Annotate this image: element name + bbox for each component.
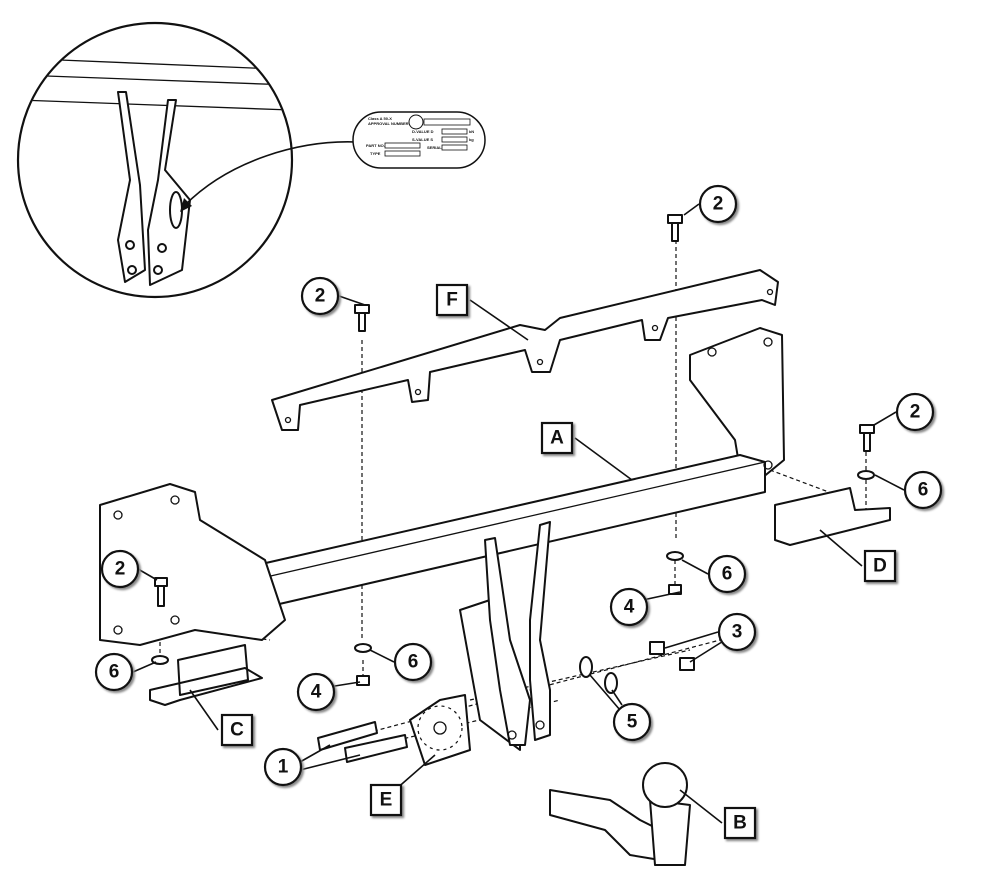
svg-text:4: 4 <box>624 597 635 618</box>
part-b-towball <box>549 762 691 866</box>
fasteners <box>151 214 875 763</box>
callout-6: 6 <box>94 652 134 692</box>
part-e-socket-plate <box>409 694 471 766</box>
svg-text:2: 2 <box>713 194 724 215</box>
svg-text:2: 2 <box>315 286 326 307</box>
svg-text:3: 3 <box>732 622 743 643</box>
label-d: D <box>863 549 897 583</box>
plate-s-value: S-VALUE S <box>412 137 433 142</box>
part-f-reinforcement <box>271 269 779 431</box>
plate-d-unit: kN <box>469 129 474 134</box>
left-side-plate <box>99 483 286 646</box>
svg-text:5: 5 <box>627 712 638 733</box>
label-b: B <box>723 806 757 840</box>
callout-2: 2 <box>300 276 340 316</box>
plate-approval: APPROVAL NUMBER <box>368 121 409 126</box>
svg-text:D: D <box>873 556 887 577</box>
svg-text:6: 6 <box>918 480 929 501</box>
svg-text:6: 6 <box>722 564 733 585</box>
plate-type: TYPE <box>370 151 381 156</box>
plate-d-value: D-VALUE D <box>412 129 434 134</box>
svg-text:2: 2 <box>115 559 126 580</box>
svg-text:C: C <box>230 720 244 741</box>
type-plate: Class A 50-X APPROVAL NUMBER D-VALUE D k… <box>352 111 486 169</box>
center-hanger <box>459 521 551 751</box>
plate-s-unit: kg <box>469 137 474 142</box>
svg-text:2: 2 <box>910 402 921 423</box>
callout-2: 2 <box>100 549 140 589</box>
plate-class: Class A 50-X <box>368 116 392 121</box>
leader-lines <box>132 203 905 824</box>
part-d-bracket <box>774 487 891 546</box>
svg-text:4: 4 <box>311 682 322 703</box>
plate-part-no: PART NO. <box>366 143 385 148</box>
callout-3: 3 <box>717 612 757 652</box>
svg-text:6: 6 <box>109 662 120 683</box>
callout-4: 4 <box>609 587 649 627</box>
svg-text:E: E <box>380 790 393 811</box>
svg-text:A: A <box>550 428 564 449</box>
callout-2: 2 <box>895 392 935 432</box>
label-c: C <box>220 713 254 747</box>
plate-serial: SERIAL <box>427 145 442 150</box>
callout-1: 1 <box>263 747 303 787</box>
svg-text:1: 1 <box>278 757 289 778</box>
detail-inset <box>16 21 357 299</box>
label-e: E <box>369 783 403 817</box>
label-a: A <box>540 421 574 455</box>
label-f: F <box>435 283 469 317</box>
svg-text:F: F <box>446 290 458 311</box>
callout-4: 4 <box>296 672 336 712</box>
callout-2: 2 <box>698 184 738 224</box>
callout-5: 5 <box>612 702 652 742</box>
part-c-bracket <box>149 644 263 706</box>
callout-6: 6 <box>707 554 747 594</box>
callout-6: 6 <box>393 642 433 682</box>
svg-text:6: 6 <box>408 652 419 673</box>
svg-text:B: B <box>733 813 747 834</box>
callout-6: 6 <box>903 470 943 510</box>
